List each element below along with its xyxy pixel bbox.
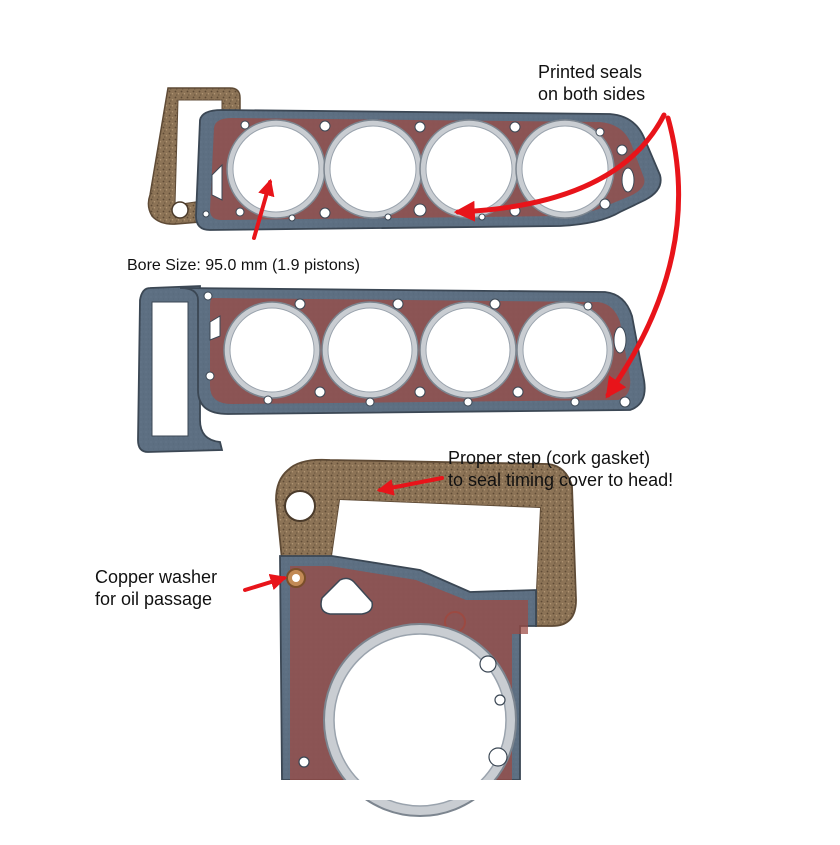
red-arrow-icon xyxy=(243,112,682,592)
arrow-bore xyxy=(252,178,275,240)
closeup-gasket xyxy=(270,458,577,817)
top-bores xyxy=(226,119,615,219)
middle-gasket xyxy=(137,285,646,453)
middle-bores xyxy=(223,301,614,399)
callout-printed-seals: Printed seals on both sides xyxy=(538,61,645,105)
callout-proper-step: Proper step (cork gasket) to seal timing… xyxy=(448,447,673,491)
callout-printed-seals-line2: on both sides xyxy=(538,84,646,104)
callout-bore-size-text: Bore Size: 95.0 mm (1.9 pistons) xyxy=(127,257,360,274)
callout-copper-washer-line1: Copper washer xyxy=(95,567,218,587)
top-gasket xyxy=(147,87,662,231)
callout-proper-step-line1: Proper step (cork gasket) xyxy=(448,448,651,468)
callout-bore-size: Bore Size: 95.0 mm (1.9 pistons) xyxy=(127,255,360,276)
callout-copper-washer-line2: for oil passage xyxy=(95,589,213,609)
arrow-washer xyxy=(243,573,288,592)
arrow-seals-bottom xyxy=(605,115,682,399)
callout-printed-seals-line1: Printed seals xyxy=(538,62,643,82)
arrow-seals-top xyxy=(453,112,667,222)
callout-proper-step-line2: to seal timing cover to head! xyxy=(448,470,674,490)
arrow-step xyxy=(376,476,444,496)
closeup-cork-step xyxy=(275,458,577,627)
callout-copper-washer: Copper washer for oil passage xyxy=(95,566,217,610)
